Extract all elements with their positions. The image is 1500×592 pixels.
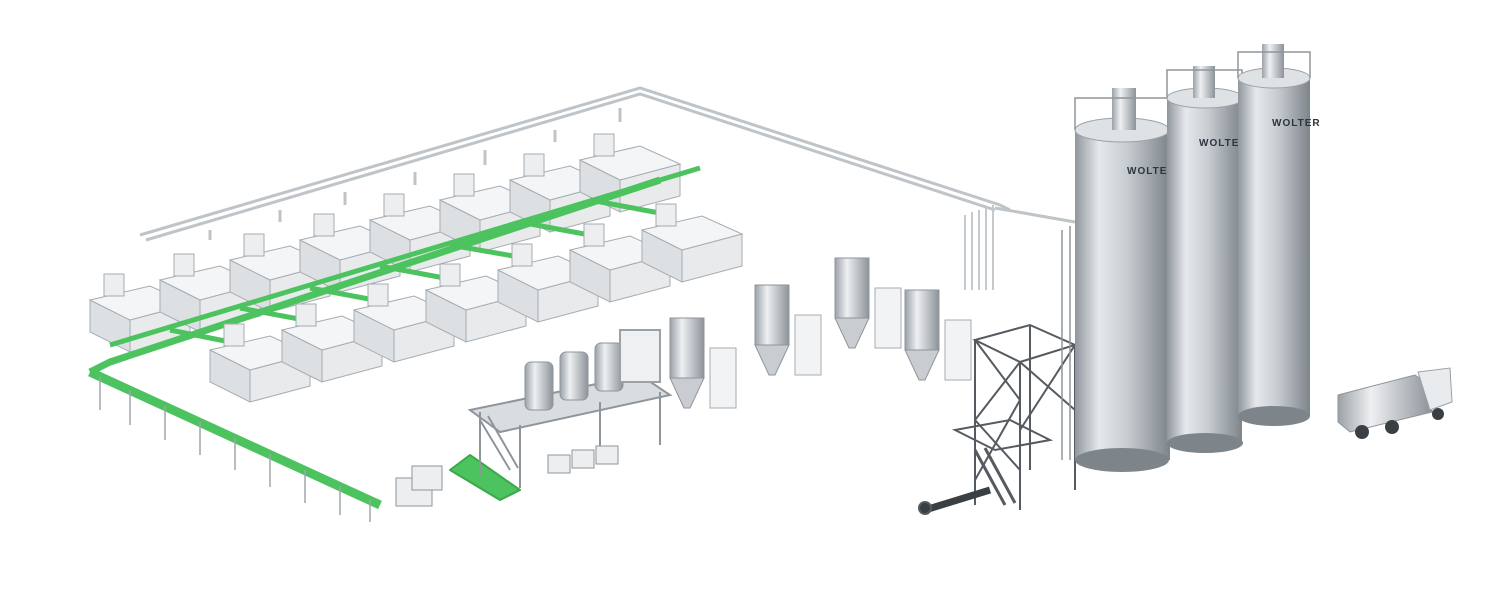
silo-2-brand: WOLTER (1199, 138, 1248, 149)
silo-3-brand: WOLTER (1272, 118, 1321, 129)
silo-3: WOLTER (1237, 44, 1321, 426)
silo-group: WOLTER WOLTER WOLTER (1061, 44, 1321, 472)
molding-machines-row-front (208, 203, 744, 403)
silo-2: WOLTER (1166, 66, 1248, 453)
dryer-1 (669, 317, 737, 409)
silo-1: WOLTER (1074, 88, 1176, 472)
tanker-truck (1337, 367, 1453, 439)
dryer-3 (834, 257, 902, 349)
dryer-4 (904, 289, 972, 381)
mezzanine-platform (467, 329, 673, 488)
steel-tower (918, 323, 1078, 515)
dryer-units (669, 257, 972, 409)
dryer-2 (754, 284, 822, 376)
molding-machine-front-7 (640, 203, 744, 283)
silo-ladder (1061, 226, 1071, 460)
silo-1-brand: WOLTER (1127, 166, 1176, 177)
packing-stations (395, 445, 619, 507)
pipe-manifold (964, 205, 994, 290)
overhead-pipe-loop (139, 86, 1076, 242)
conveyor-legs (99, 377, 371, 522)
